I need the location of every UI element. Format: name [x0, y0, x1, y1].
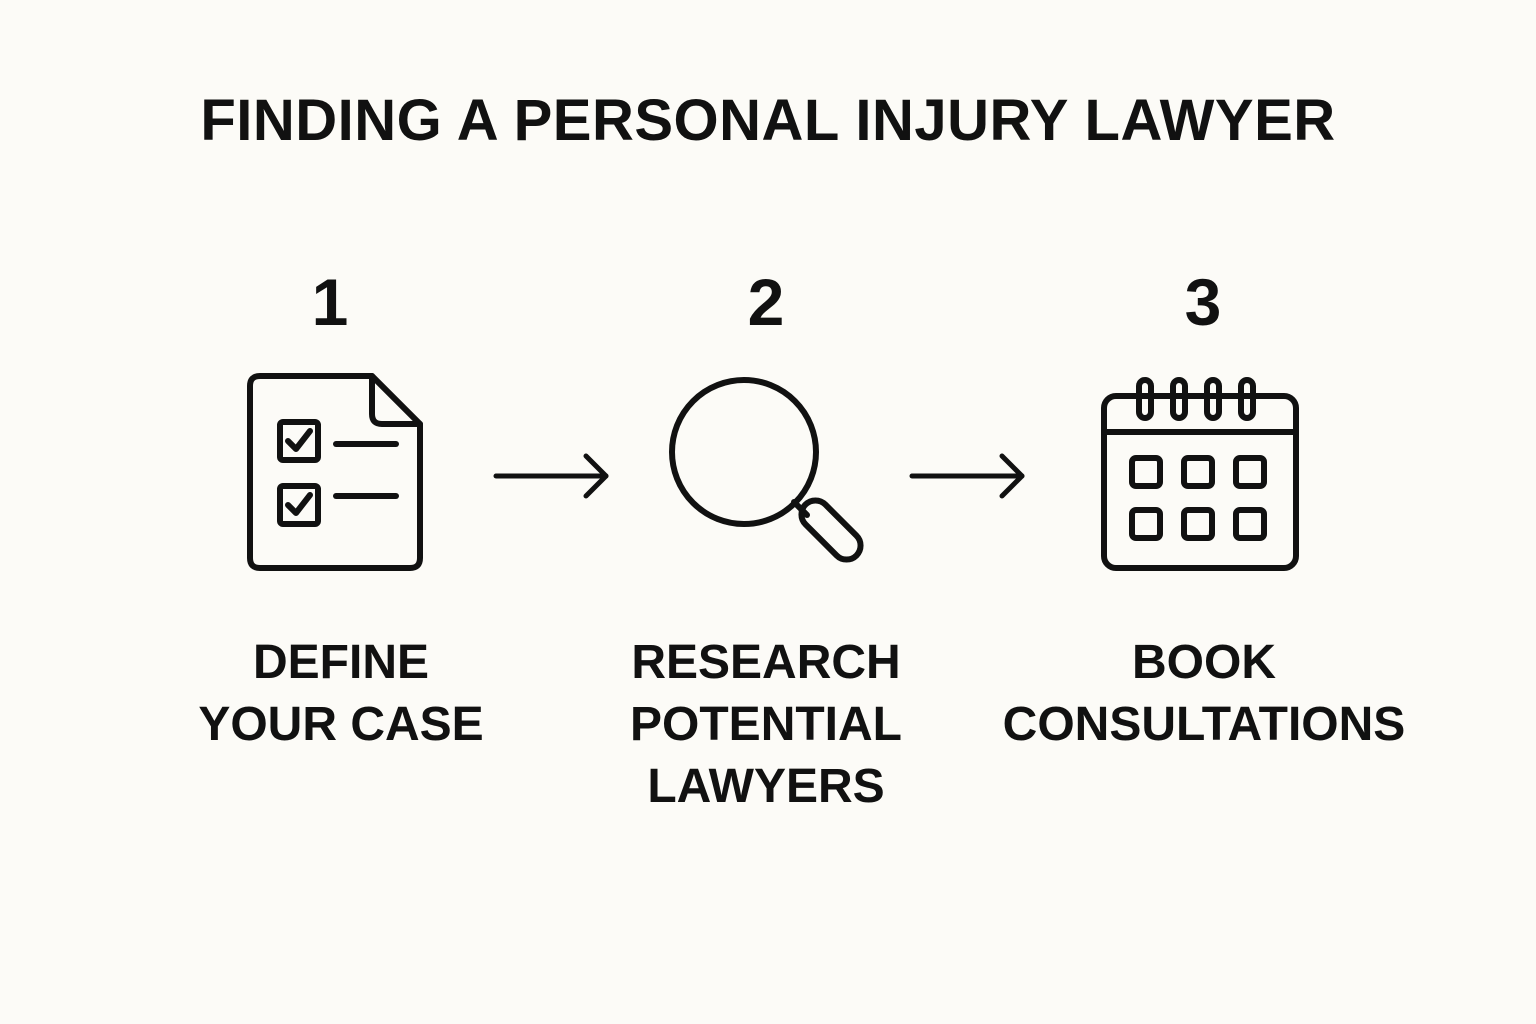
step-3-label: BOOK CONSULTATIONS [984, 632, 1424, 756]
step-2-label-line-2: POTENTIAL [630, 698, 902, 751]
step-1-label-line-2: YOUR CASE [198, 698, 484, 751]
step-2-label-line-3: LAWYERS [647, 760, 885, 813]
step-1-label: DEFINE YOUR CASE [121, 632, 561, 756]
step-2-label: RESEARCH POTENTIAL LAWYERS [546, 632, 986, 818]
step-2-number: 2 [747, 265, 785, 339]
right-arrow-icon [909, 453, 1025, 499]
right-arrow-icon [493, 453, 609, 499]
step-1-number: 1 [311, 265, 349, 339]
step-1-label-line-1: DEFINE [252, 636, 429, 689]
step-2-label-line-1: RESEARCH [631, 636, 901, 689]
step-3-label-line-1: BOOK [1132, 636, 1276, 689]
checklist-document-icon [247, 373, 423, 571]
step-3-number: 3 [1184, 265, 1222, 339]
magnifying-glass-icon [669, 377, 864, 563]
calendar-icon [1101, 377, 1299, 571]
diagram-title: FINDING A PERSONAL INJURY LAWYER [200, 88, 1336, 153]
step-3-label-line-2: CONSULTATIONS [1002, 698, 1406, 751]
